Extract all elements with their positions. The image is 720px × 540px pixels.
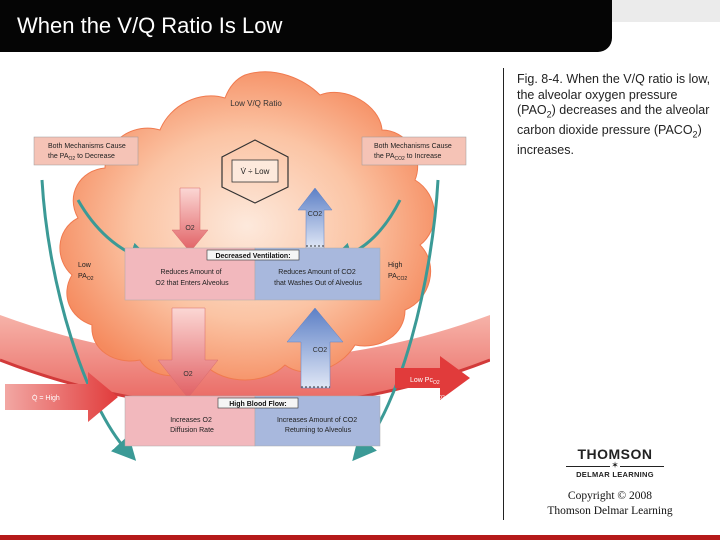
logo-delmar-text: DELMAR LEARNING — [576, 470, 654, 479]
co2-top-label: CO2 — [308, 211, 323, 218]
left-callout-text: Both Mechanisms Cause the PAO2 to Decrea… — [48, 143, 128, 162]
alveolus-cloud — [59, 71, 435, 381]
bloodflow-left-text: Increases O2 Diffusion Rate — [170, 417, 214, 434]
vq-box-label: V̇ ÷ Low — [241, 167, 270, 176]
co2-mid-label: CO2 — [313, 347, 328, 354]
bloodflow-header-box — [217, 397, 299, 409]
low-pa-o2-label: Low PAO2 — [78, 262, 94, 282]
vq-circular-arrows — [221, 139, 289, 204]
o2-down-arrow-mid — [157, 307, 219, 399]
venous-out-arrow — [395, 356, 470, 400]
star-icon: ✶ — [610, 459, 620, 471]
slide-title: When the V/Q Ratio Is Low — [17, 13, 283, 38]
q-high-label: Q̇ = High — [32, 394, 60, 402]
thomson-delmar-logo: THOMSON ✶ DELMAR LEARNING — [560, 446, 670, 479]
bloodflow-header: High Blood Flow: — [229, 401, 287, 408]
bloodflow-right-text: Increases Amount of CO2 Returning to Alv… — [277, 417, 359, 434]
logo-thomson-text: THOMSON — [577, 446, 653, 462]
low-vq-label: Low V/Q Ratio — [230, 99, 282, 108]
co2-up-arrow-top — [297, 187, 333, 249]
logo-star-rule: ✶ — [560, 459, 670, 471]
o2-mid-label: O2 — [183, 371, 192, 378]
corner-decoration — [612, 0, 720, 22]
copyright-line-2: Thomson Delmar Learning — [547, 505, 673, 517]
ventilation-header: Decreased Ventilation: — [215, 253, 290, 260]
vq-diagram: Low V/Q Ratio V̇ ÷ Low Both Mechanisms C… — [0, 71, 490, 530]
title-bar: When the V/Q Ratio Is Low — [0, 0, 612, 52]
left-callout-box — [33, 136, 139, 166]
divider-line — [503, 68, 504, 520]
bottom-accent-line — [0, 535, 720, 540]
right-callout-box — [361, 136, 467, 166]
ventilation-header-box — [206, 249, 300, 261]
o2-top-label: O2 — [185, 225, 194, 232]
copyright-line-1: Copyright © 2008 — [567, 490, 653, 502]
ventilation-left-text: Reduces Amount of O2 that Enters Alveolu… — [155, 269, 229, 287]
copyright-notice: Copyright © 2008 Thomson Delmar Learning — [512, 489, 708, 519]
co2-up-arrow-mid — [286, 307, 344, 389]
high-pa-co2-label: High PACO2 — [388, 262, 407, 282]
ventilation-right-text: Reduces Amount of CO2 that Washes Out of… — [274, 269, 362, 287]
q-high-arrow — [5, 372, 118, 422]
venous-values: Low PcO2 High PcCO2 Low pH — [410, 377, 447, 414]
right-callout-text: Both Mechanisms Cause the PACO2 to Incre… — [374, 143, 454, 162]
left-curve-arrow — [40, 179, 137, 461]
o2-down-arrow-top — [171, 187, 209, 253]
figure-caption: Fig. 8-4. When the V/Q ratio is low, the… — [517, 72, 711, 157]
